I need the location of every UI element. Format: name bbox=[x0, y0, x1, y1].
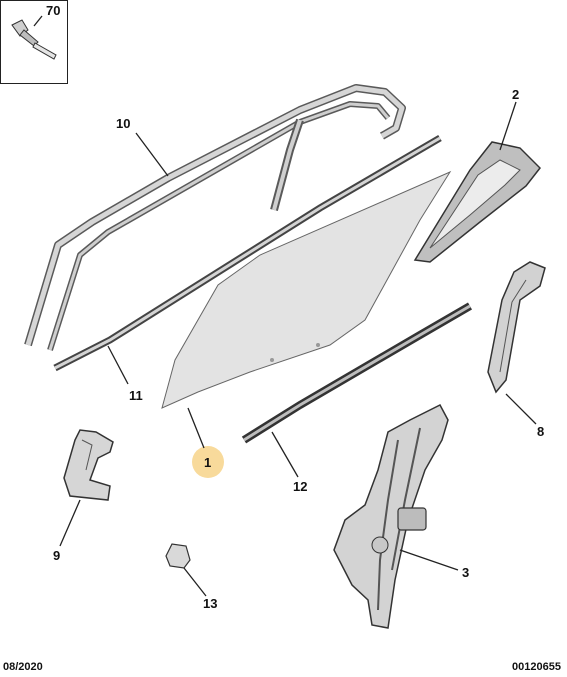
diagram-date: 08/2020 bbox=[3, 661, 43, 673]
rear-channel-part-8[interactable] bbox=[487, 261, 546, 394]
inner-weatherstrip-part-12[interactable] bbox=[241, 302, 473, 444]
callout-9: 9 bbox=[53, 548, 61, 563]
rivet-inset-box bbox=[0, 0, 68, 84]
callout-8: 8 bbox=[537, 424, 545, 439]
diagram-reference: 00120655 bbox=[512, 661, 561, 673]
door-glass-part-1[interactable] bbox=[161, 170, 452, 409]
callout-10: 10 bbox=[116, 116, 131, 131]
callout-70: 70 bbox=[46, 3, 61, 18]
quarter-glass-part-2[interactable] bbox=[413, 141, 541, 263]
callout-1: 1 bbox=[204, 455, 212, 470]
bracket-part-9[interactable] bbox=[63, 429, 114, 501]
outer-weatherstrip-part-11[interactable] bbox=[53, 134, 442, 372]
callout-11: 11 bbox=[129, 388, 143, 403]
callout-1-highlight bbox=[192, 446, 224, 478]
callout-3: 3 bbox=[462, 565, 470, 580]
callout-2: 2 bbox=[512, 87, 520, 102]
rivet-part-70[interactable] bbox=[11, 19, 57, 60]
callout-13: 13 bbox=[203, 596, 218, 611]
leader-lines bbox=[33, 15, 537, 597]
window-regulator-part-3[interactable] bbox=[333, 404, 449, 629]
frame-seal-part-10[interactable] bbox=[24, 84, 406, 351]
clip-part-13[interactable] bbox=[165, 543, 191, 569]
callout-12: 12 bbox=[293, 479, 308, 494]
